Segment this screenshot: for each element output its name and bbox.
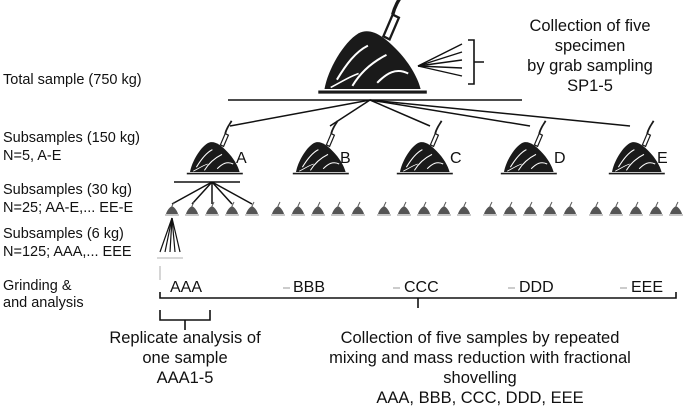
grab-sampling-lines — [417, 43, 463, 77]
subsamples-150-label: Subsamples (150 kg) — [3, 130, 141, 146]
bottom-collection-line-1: Collection of five samples by repeated — [340, 329, 620, 347]
tiny-6kg-marks — [157, 257, 183, 280]
split-lines-6 — [159, 217, 181, 253]
small-pile-icon — [502, 201, 518, 216]
subsample-letter-e: E — [657, 150, 668, 167]
subsample-letter-d: D — [554, 150, 566, 167]
small-pile-icon — [456, 201, 472, 216]
subsample-letter-b: B — [340, 150, 351, 167]
subsamples-30-label: Subsamples (30 kg) — [3, 182, 132, 198]
replicate-bracket — [159, 310, 211, 330]
small-pile-icon — [350, 201, 366, 216]
replicate-line-3: AAA1-5 — [156, 369, 214, 387]
replicate-line-1: Replicate analysis of — [109, 329, 261, 347]
collection-line-4: SP1-5 — [567, 77, 613, 95]
small-pile-icon — [608, 201, 624, 216]
small-pile-icon — [522, 201, 538, 216]
bottom-collection-line-4: AAA, BBB, CCC, DDD, EEE — [376, 389, 584, 407]
collection-line-2: specimen — [554, 37, 626, 55]
collection-bracket — [468, 39, 484, 85]
small-pile-icon — [588, 201, 604, 216]
replicate-analysis-text: Replicate analysis of one sample AAA1-5 — [80, 328, 290, 388]
analysis-label: and analysis — [3, 295, 84, 311]
subsamples-150-count: N=5, A-E — [3, 148, 62, 164]
small-pile-icon — [648, 201, 664, 216]
grinding-label-ddd: DDD — [519, 279, 554, 296]
subsample-pile-icon — [395, 119, 454, 175]
small-pile-icon — [290, 201, 306, 216]
subsamples-6-count: N=125; AAA,... EEE — [3, 244, 132, 260]
subsample-letter-a: A — [236, 150, 247, 167]
small-pile-icon — [330, 201, 346, 216]
split-lines-30 — [171, 181, 253, 205]
small-pile-icon — [270, 201, 286, 216]
grinding-label: Grinding & — [3, 278, 72, 294]
subsample-letter-c: C — [450, 150, 462, 167]
grinding-label-eee: EEE — [631, 279, 664, 296]
small-pile-icon — [628, 201, 644, 216]
replicate-line-2: one sample — [142, 349, 228, 367]
total-sample-label: Total sample (750 kg) — [3, 72, 142, 88]
split-lines-150 — [229, 99, 631, 127]
small-pile-icon — [562, 201, 578, 216]
subsample-pile-icon — [185, 119, 244, 175]
bottom-collection-text: Collection of five samples by repeated m… — [290, 328, 670, 408]
small-pile-icon — [310, 201, 326, 216]
subsamples-6-label: Subsamples (6 kg) — [3, 226, 124, 242]
subsamples-30-count: N=25; AA-E,... EE-E — [3, 200, 134, 216]
grinding-label-aaa: AAA — [170, 279, 203, 296]
main-pile-icon — [316, 0, 429, 94]
subsample-pile-icon — [499, 119, 558, 175]
collection-line-1: Collection of five — [529, 17, 651, 35]
small-pile-icon — [376, 201, 392, 216]
small-pile-icon — [542, 201, 558, 216]
grinding-label-bbb: BBB — [293, 279, 326, 296]
small-pile-icon — [482, 201, 498, 216]
small-pile-row — [164, 201, 684, 216]
grinding-label-ccc: CCC — [404, 279, 439, 296]
collection-line-3: by grab sampling — [527, 57, 653, 75]
small-pile-icon — [436, 201, 452, 216]
collection-title: Collection of five specimen by grab samp… — [500, 16, 680, 96]
bottom-collection-line-2: mixing and mass reduction with fractiona… — [329, 349, 631, 367]
small-pile-icon — [396, 201, 412, 216]
small-pile-icon — [416, 201, 432, 216]
small-pile-icon — [668, 201, 684, 216]
bottom-collection-line-3: shovelling — [443, 369, 517, 387]
